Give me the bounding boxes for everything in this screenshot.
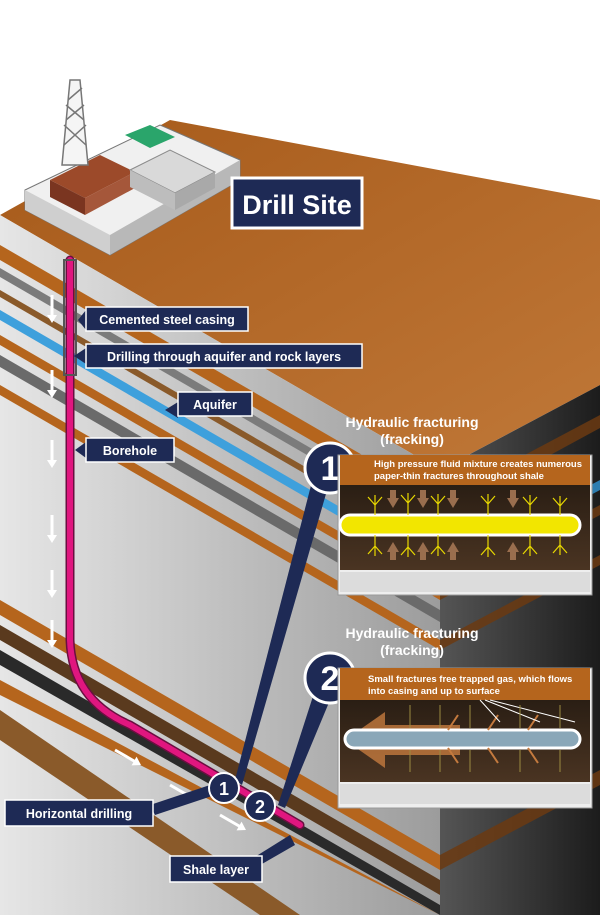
label-horizontal: Horizontal drilling (4, 799, 154, 827)
step2-heading-line2: (fracking) (380, 642, 444, 658)
step1-heading-line1: Hydraulic fracturing (345, 414, 478, 430)
step1-fracture-arrows (387, 490, 519, 560)
step2-gas-lines (447, 714, 539, 764)
label-borehole: Borehole (85, 437, 175, 463)
marker-1 (208, 772, 240, 804)
derrick-tower-icon (61, 79, 89, 166)
step1-pipe (338, 513, 582, 537)
step2-callout-lines (479, 699, 576, 723)
step1-heading-line2: (fracking) (380, 431, 444, 447)
label-shale-text: Shale layer (183, 863, 249, 877)
label-shale: Shale layer (169, 855, 263, 883)
step1-panel: High pressure fluid mixture creates nume… (337, 454, 593, 596)
step2-fracture-lines (409, 705, 561, 772)
label-aquifer: Aquifer (177, 391, 253, 417)
step1-caption-line2: paper-thin fractures throughout shale (374, 471, 544, 482)
label-borehole-text: Borehole (103, 444, 157, 458)
label-horizontal-text: Horizontal drilling (26, 807, 132, 821)
step2-pipe (343, 728, 582, 750)
step1-fracture-lines (367, 493, 568, 557)
step2-caption-line2: into casing and up to surface (368, 686, 500, 697)
callout-pointers (74, 310, 330, 868)
title-box (230, 176, 364, 230)
marker-2-number: 2 (255, 797, 265, 817)
label-aquifer-text: Aquifer (193, 398, 237, 412)
page-title: Drill Site (242, 190, 352, 220)
step2-caption-line1: Small fractures free trapped gas, which … (368, 674, 572, 685)
step2-panel: Small fractures free trapped gas, which … (337, 667, 593, 809)
step1-badge-number: 1 (321, 450, 340, 488)
step2-heading-line1: Hydraulic fracturing (345, 625, 478, 641)
label-drilling: Drilling through aquifer and rock layers (85, 343, 363, 369)
step2-badge-number: 2 (321, 660, 340, 698)
marker-2 (244, 790, 276, 822)
borehole-pipe (63, 255, 305, 830)
label-casing-text: Cemented steel casing (99, 313, 234, 327)
step1-caption-line1: High pressure fluid mixture creates nume… (374, 459, 582, 470)
aquifer-layer (0, 310, 440, 575)
steel-casing (63, 259, 77, 376)
marker-1-number: 1 (219, 779, 229, 799)
label-casing: Cemented steel casing (85, 306, 249, 332)
label-drilling-text: Drilling through aquifer and rock layers (107, 350, 341, 364)
green-roof (125, 125, 175, 148)
